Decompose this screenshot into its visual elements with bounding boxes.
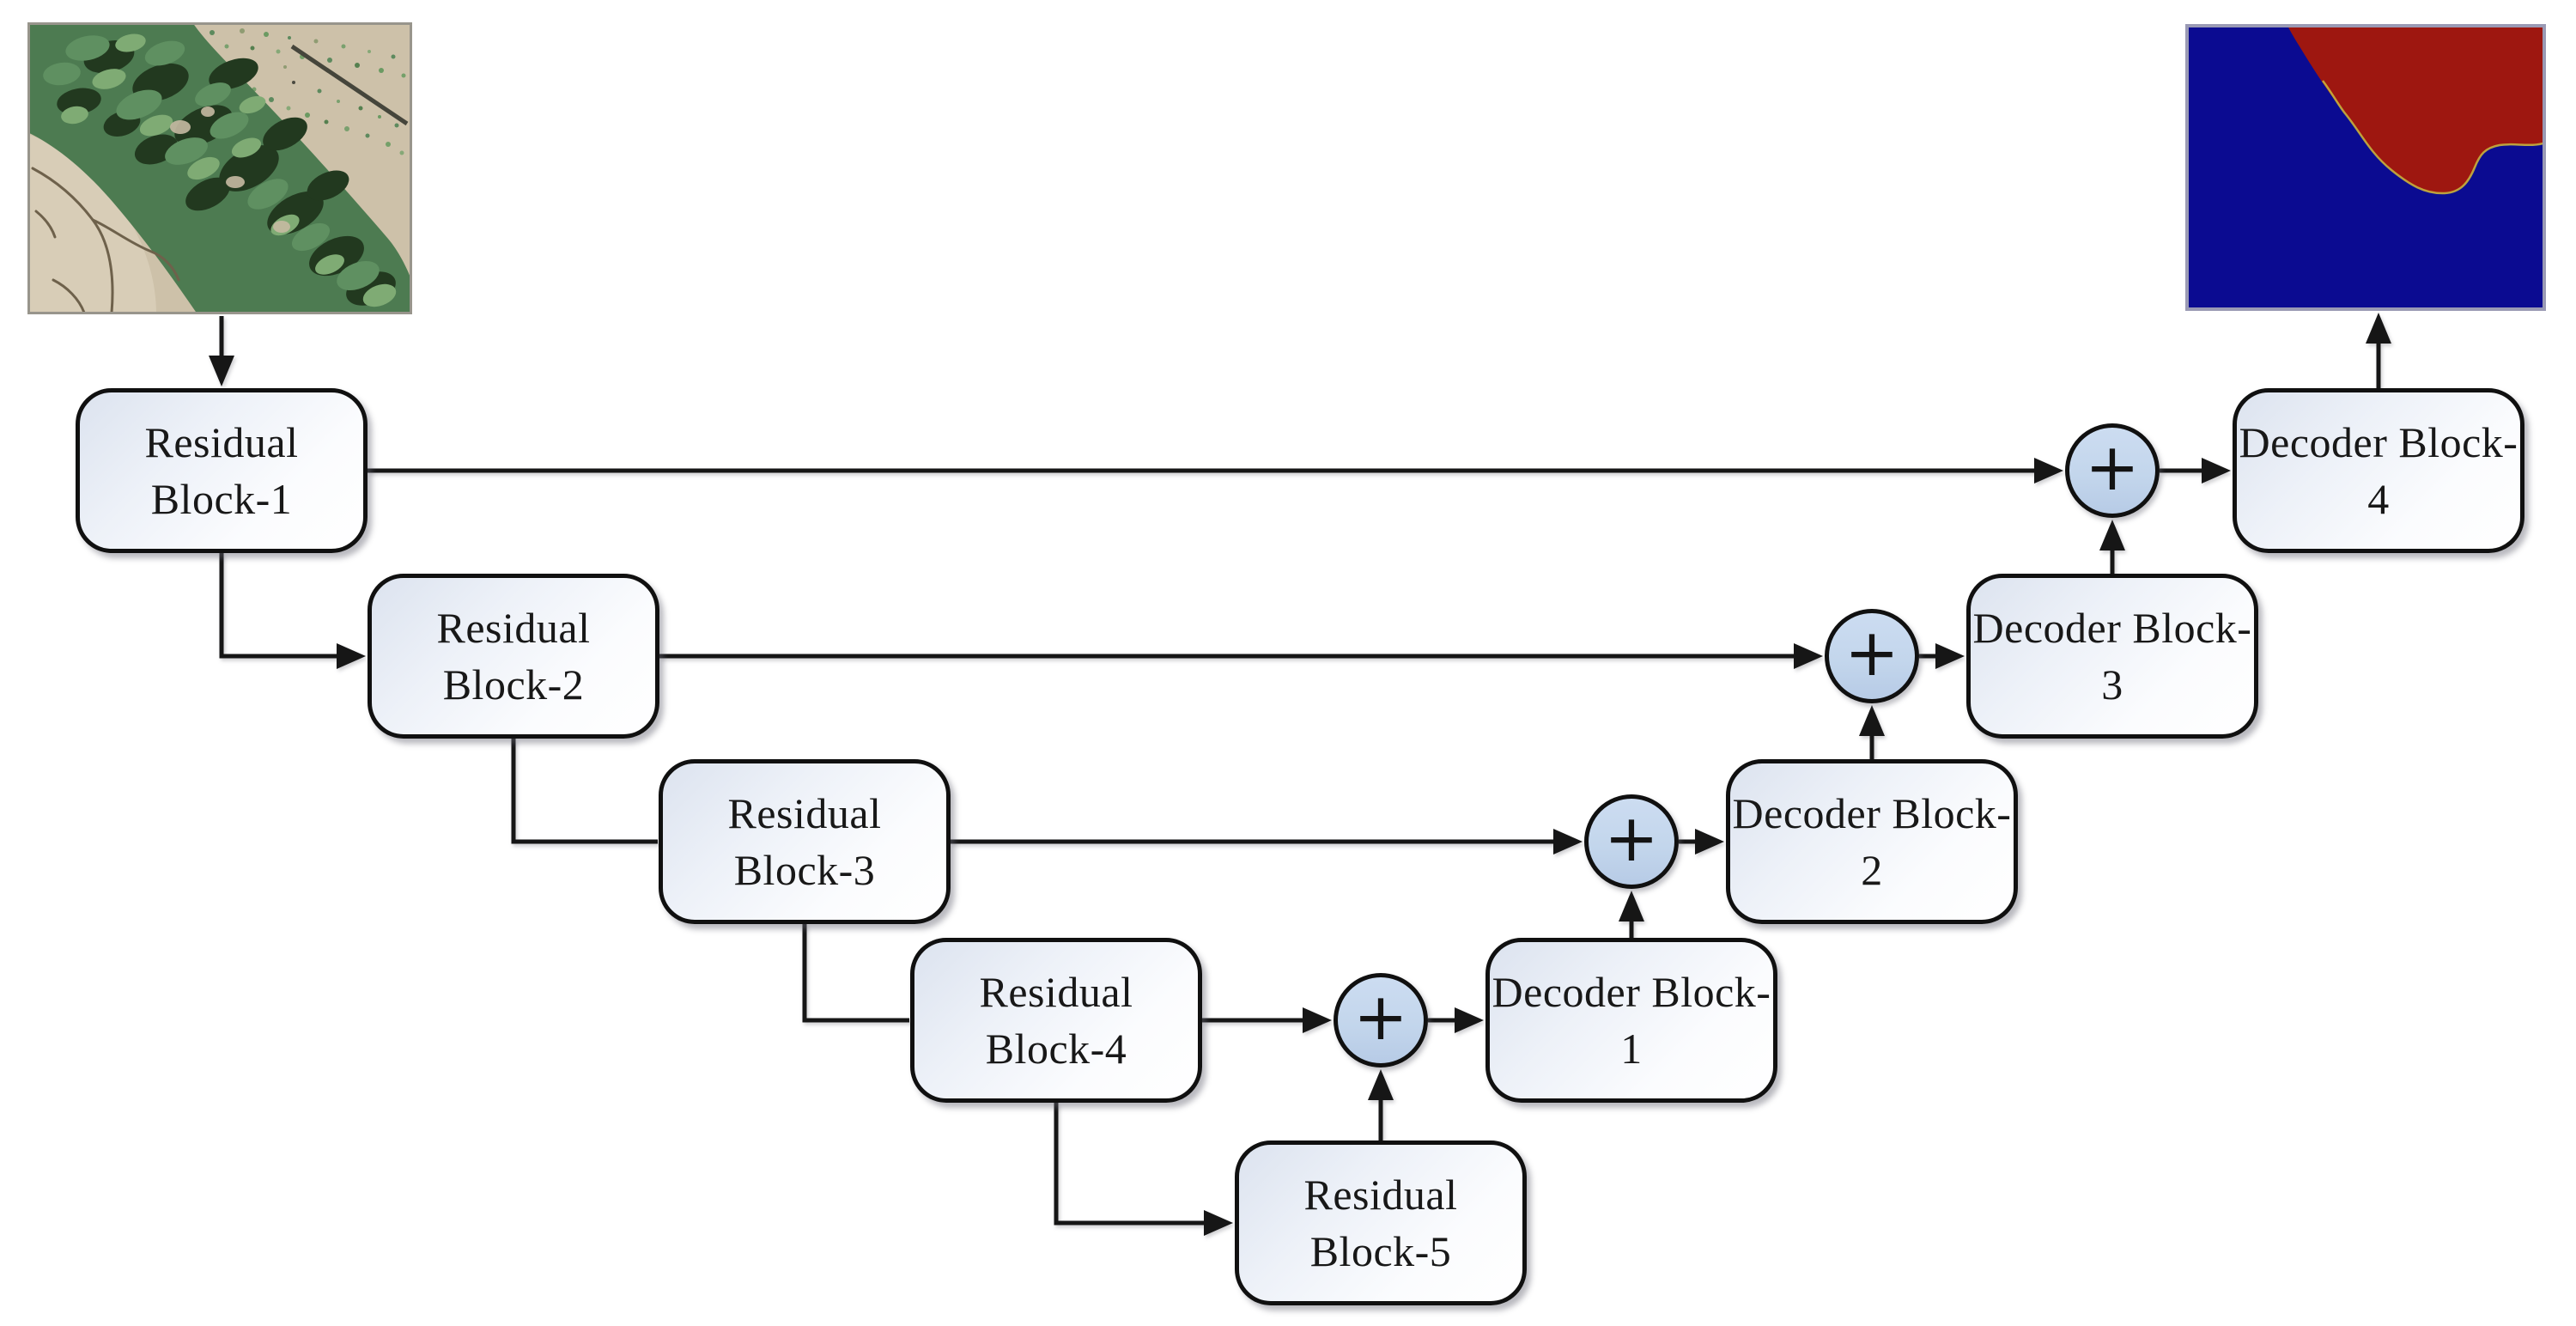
skip-rb3-sum2 (951, 829, 1583, 855)
residual-block-3: Residual Block-3 (659, 759, 951, 924)
block-label: Residual Block-3 (727, 789, 882, 894)
foliage-soil-gaps (170, 106, 290, 233)
mask-boundary-fringe (2322, 80, 2547, 195)
edge-input-rb1 (209, 316, 234, 386)
sum-node-2: + (1584, 794, 1679, 889)
block-label: Residual Block-1 (144, 418, 299, 523)
output-mask-image (2185, 24, 2547, 311)
block-label: Decoder Block-2 (1732, 789, 2012, 894)
residual-block-1: Residual Block-1 (76, 388, 368, 553)
edge-rb5-sum1 (1368, 1069, 1394, 1140)
crop-field-photo-art (27, 22, 412, 314)
block-label: Decoder Block-4 (2239, 418, 2518, 523)
edge-rb3-rb4 (802, 924, 909, 1023)
block-label: Decoder Block-3 (1972, 604, 2252, 709)
edge-sum1-db1 (1428, 1007, 1484, 1033)
skip-rb1-sum4 (368, 458, 2063, 484)
plus-icon: + (1353, 978, 1408, 1055)
segmentation-mask-art (2185, 24, 2547, 311)
decoder-block-3: Decoder Block-3 (1966, 574, 2258, 739)
soil-light-patch (27, 134, 156, 314)
foliage-mid-leaves (43, 35, 380, 290)
photo-border (27, 22, 412, 314)
foliage-shadows (57, 40, 396, 306)
decoder-block-1: Decoder Block-1 (1485, 938, 1777, 1103)
plus-icon: + (2085, 429, 2140, 505)
plus-icon: + (1844, 614, 1899, 690)
edge-sum3-db3 (1919, 643, 1965, 669)
edge-db2-sum3 (1859, 705, 1885, 759)
block-label: Decoder Block-1 (1492, 968, 1771, 1073)
sum-node-3: + (1825, 609, 1919, 703)
edge-rb4-sum1 (1202, 1007, 1332, 1033)
decoder-block-4: Decoder Block-4 (2233, 388, 2524, 553)
edge-db4-output (2366, 313, 2391, 388)
drip-line (290, 44, 409, 126)
soil-cracks (31, 167, 180, 314)
block-label: Residual Block-2 (436, 604, 591, 709)
input-image (27, 22, 412, 314)
mask-border (2185, 24, 2546, 311)
sum-node-4: + (2065, 423, 2160, 518)
residual-block-4: Residual Block-4 (910, 938, 1202, 1103)
edge-db1-sum2 (1619, 891, 1644, 938)
edge-sum2-db2 (1679, 829, 1724, 855)
edge-sum4-db4 (2160, 458, 2231, 484)
decoder-block-2: Decoder Block-2 (1726, 759, 2018, 924)
edge-rb4-rb5 (1054, 1103, 1233, 1236)
skip-rb2-sum3 (659, 643, 1823, 669)
residual-block-2: Residual Block-2 (368, 574, 659, 739)
block-label: Residual Block-5 (1303, 1171, 1458, 1275)
edge-db3-sum4 (2099, 520, 2125, 574)
sum-node-1: + (1334, 973, 1428, 1067)
foliage-band (27, 22, 412, 314)
mask-red-region (2287, 24, 2546, 194)
plus-icon: + (1604, 800, 1659, 876)
edge-rb2-rb3 (511, 739, 658, 844)
residual-block-5: Residual Block-5 (1235, 1140, 1527, 1305)
block-label: Residual Block-4 (979, 968, 1133, 1073)
edge-rb1-rb2 (219, 553, 366, 669)
